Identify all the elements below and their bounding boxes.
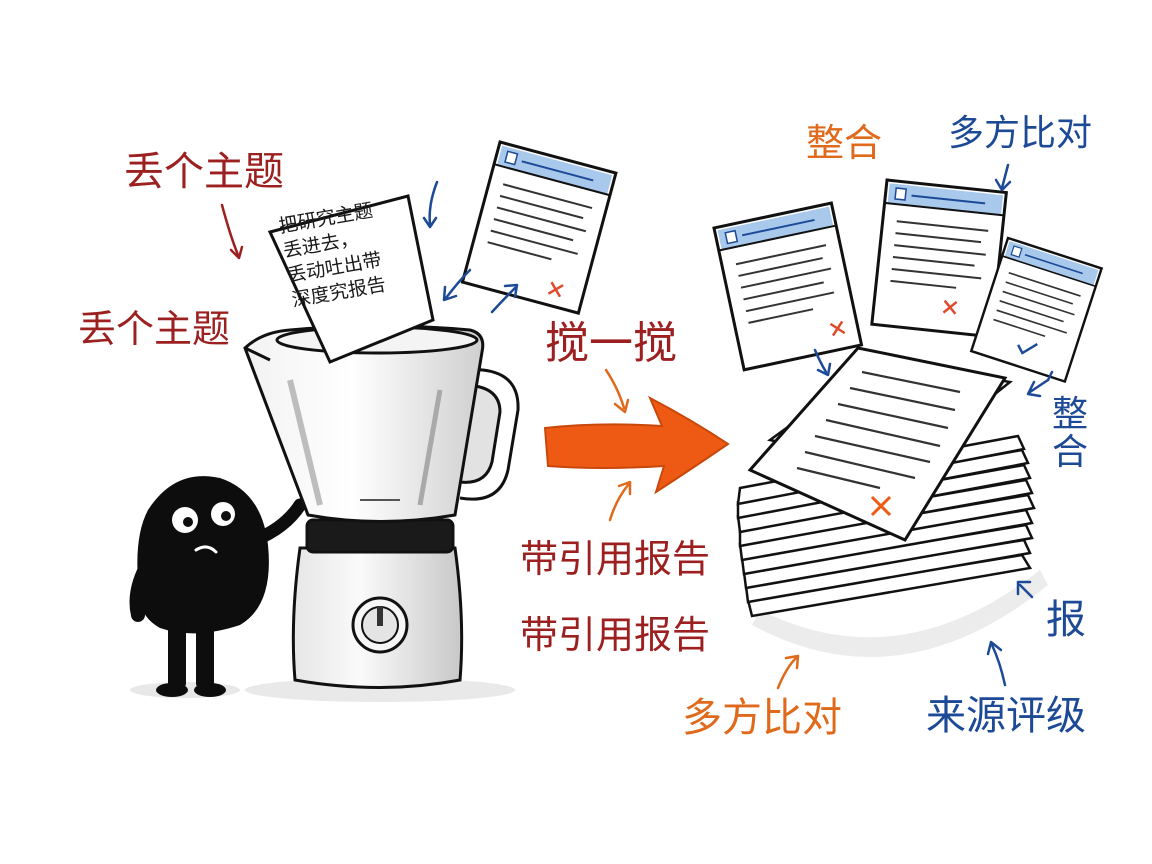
stir-label: 搅一搅 (545, 318, 677, 369)
report-short-label: 报 (1046, 597, 1086, 643)
integrate-label-side: 整合 (1052, 394, 1089, 473)
left-arrows (220, 180, 519, 314)
compare-label-bottom: 多方比对 (682, 695, 842, 741)
document-icon (460, 140, 618, 315)
compare-label-top: 多方比对 (948, 113, 1093, 154)
right-arrows (776, 163, 1054, 690)
middle-arrows (604, 368, 632, 522)
topic-label-middle: 丢个主题 (78, 307, 231, 351)
paper-stack-icon (736, 346, 1048, 657)
document-icon (970, 236, 1103, 383)
report-label-second: 带引用报告 (520, 613, 711, 657)
report-label-first: 带引用报告 (520, 537, 711, 581)
note-paper (267, 194, 435, 364)
note-text: 把研究主题 丢进去， 丢动吐出带 深度究报告 (277, 189, 447, 343)
document-icon (712, 201, 864, 372)
source-rating-label: 来源评级 (926, 693, 1086, 739)
topic-label-top: 丢个主题 (124, 149, 284, 195)
document-icon (870, 178, 1008, 339)
arrow-icon (543, 395, 730, 495)
character-icon (129, 476, 307, 698)
integrate-label-top: 整合 (806, 121, 883, 165)
